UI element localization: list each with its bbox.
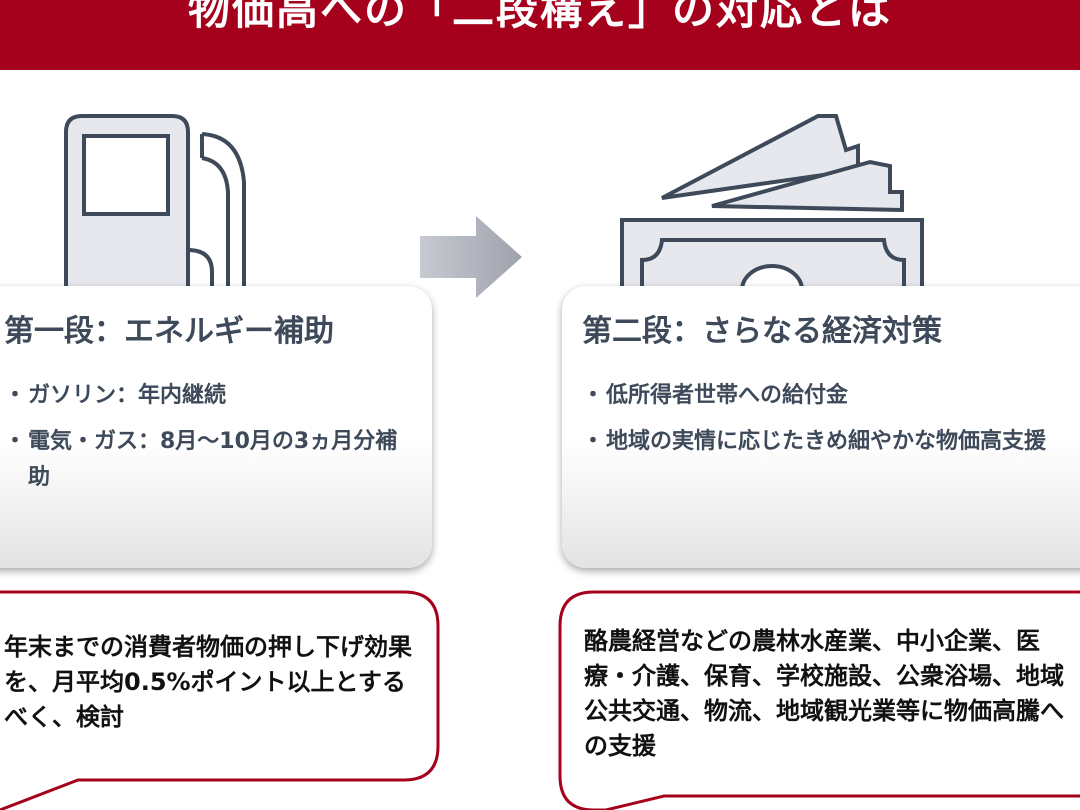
list-item: ・ 地域の実情に応じたきめ細やかな物価高支援 [582,424,1076,460]
header-bar: 物価高への「二段構え」の対応とは [0,0,1080,70]
stage1-list: ・ ガソリン：年内継続 ・ 電気・ガス：8月～10月の3ヵ月分補助 [4,378,432,506]
bullet: ・ [582,383,605,408]
list-item: ・ 低所得者世帯への給付金 [582,378,1080,414]
bullet: ・ [4,429,27,454]
arrow-right-icon [420,216,522,298]
bubble1-text: 年末までの消費者物価の押し下げ効果を、月平均0.5%ポイント以上とするべく、検討 [4,633,412,731]
stage1-heading: 第一段：エネルギー補助 [4,314,334,349]
bullet: ・ [582,429,605,454]
stage2-heading: 第二段：さらなる経済対策 [582,314,942,349]
list-item-text: 低所得者世帯への給付金 [606,383,849,408]
speech-bubble-2 [558,590,1080,810]
list-item: ・ ガソリン：年内継続 [4,378,432,414]
bullet: ・ [4,383,27,408]
list-item-text: 電気・ガス：8月～10月の3ヵ月分補助 [28,429,398,490]
stage2-card: 第二段：さらなる経済対策 ・ 低所得者世帯への給付金 ・ 地域の実情に応じたきめ… [562,286,1080,568]
list-item-text: ガソリン：年内継続 [28,383,227,408]
list-item-text: 地域の実情に応じたきめ細やかな物価高支援 [606,429,1047,454]
stage2-list: ・ 低所得者世帯への給付金 ・ 地域の実情に応じたきめ細やかな物価高支援 [582,378,1080,470]
fuel-pump-icon [64,114,246,300]
page-title: 物価高への「二段構え」の対応とは [187,0,892,34]
list-item: ・ 電気・ガス：8月～10月の3ヵ月分補助 [4,424,418,496]
stage1-card: 第一段：エネルギー補助 ・ ガソリン：年内継続 ・ 電気・ガス：8月～10月の3… [0,286,432,568]
speech-bubble-1 [0,590,440,810]
bubble2-text: 酪農経営などの農林水産業、中小企業、医療・介護、保育、学校施設、公衆浴場、地域公… [584,627,1064,760]
